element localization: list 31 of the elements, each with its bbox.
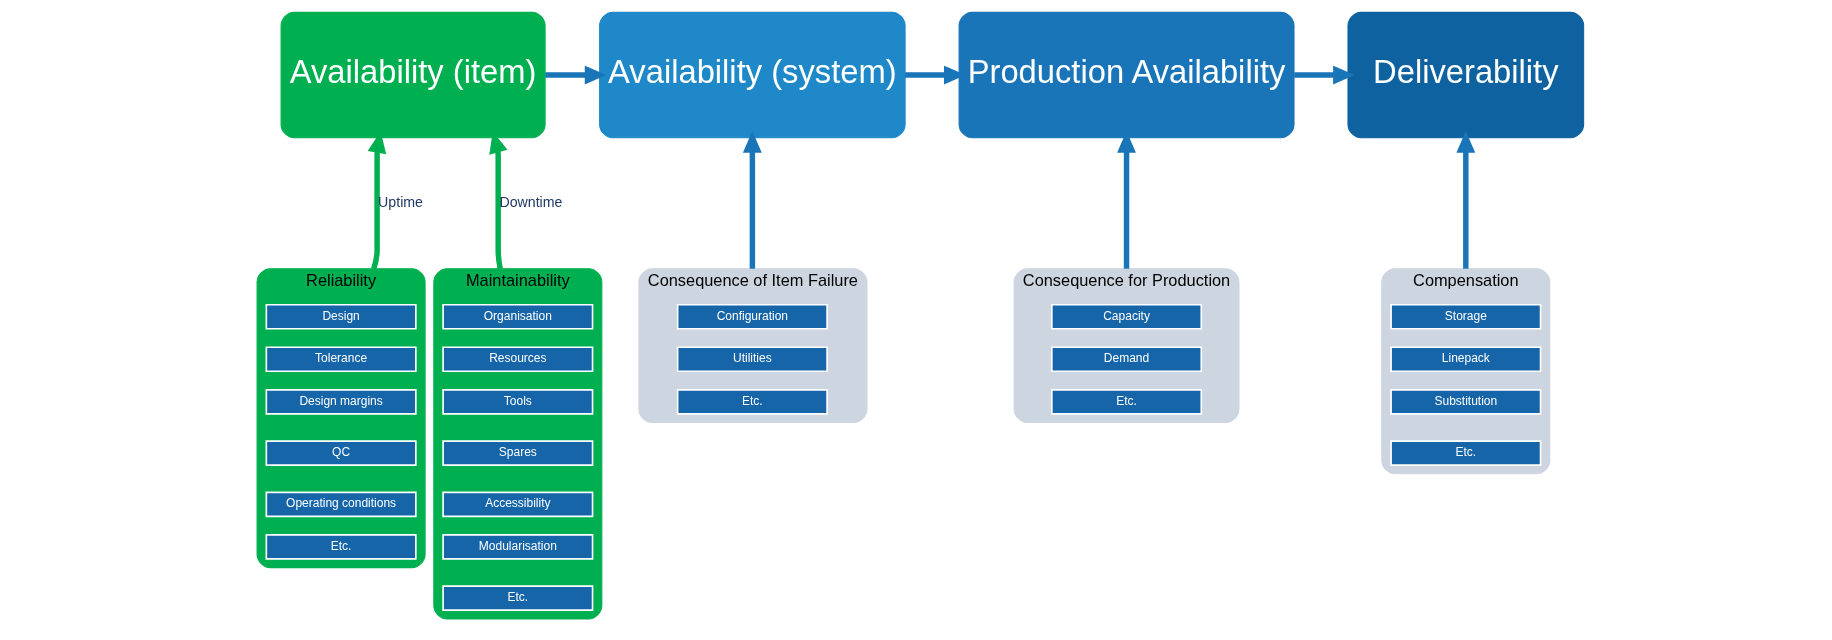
node-box: Organisation [442,303,594,330]
node-box: Tools [442,389,594,415]
node-box: Resources [442,346,594,373]
node-box: Availability (system) [599,11,906,139]
arrow [545,65,607,85]
node-box: Configuration [676,303,828,330]
arrow [1456,131,1476,269]
node-box: Tolerance [265,346,417,373]
arrow [742,131,762,269]
node-box: Utilities [676,346,828,373]
node-box: Etc. [442,585,594,611]
node-box: Etc. [676,389,828,415]
node-box: Storage [1390,303,1542,330]
arrow [1294,65,1355,85]
node-box: Spares [442,440,594,466]
node-box: Demand [1051,346,1203,373]
node-box: Accessibility [442,491,594,518]
node-box: Etc. [265,534,417,560]
node-box: Etc. [1051,389,1203,415]
node-box: Substitution [1390,389,1542,415]
node-box: QC [265,440,417,466]
node-box: Availability (item) [280,11,546,139]
node-box: Capacity [1051,303,1203,330]
node-box: Production Availability [958,11,1295,139]
node-box: Operating conditions [265,491,417,518]
node-box: Design [265,303,417,330]
node-box: Linepack [1390,346,1542,373]
node-box: Etc. [1390,440,1542,466]
node-box: Deliverability [1347,11,1585,139]
node-box: Modularisation [442,534,594,560]
node-box: Design margins [265,389,417,415]
